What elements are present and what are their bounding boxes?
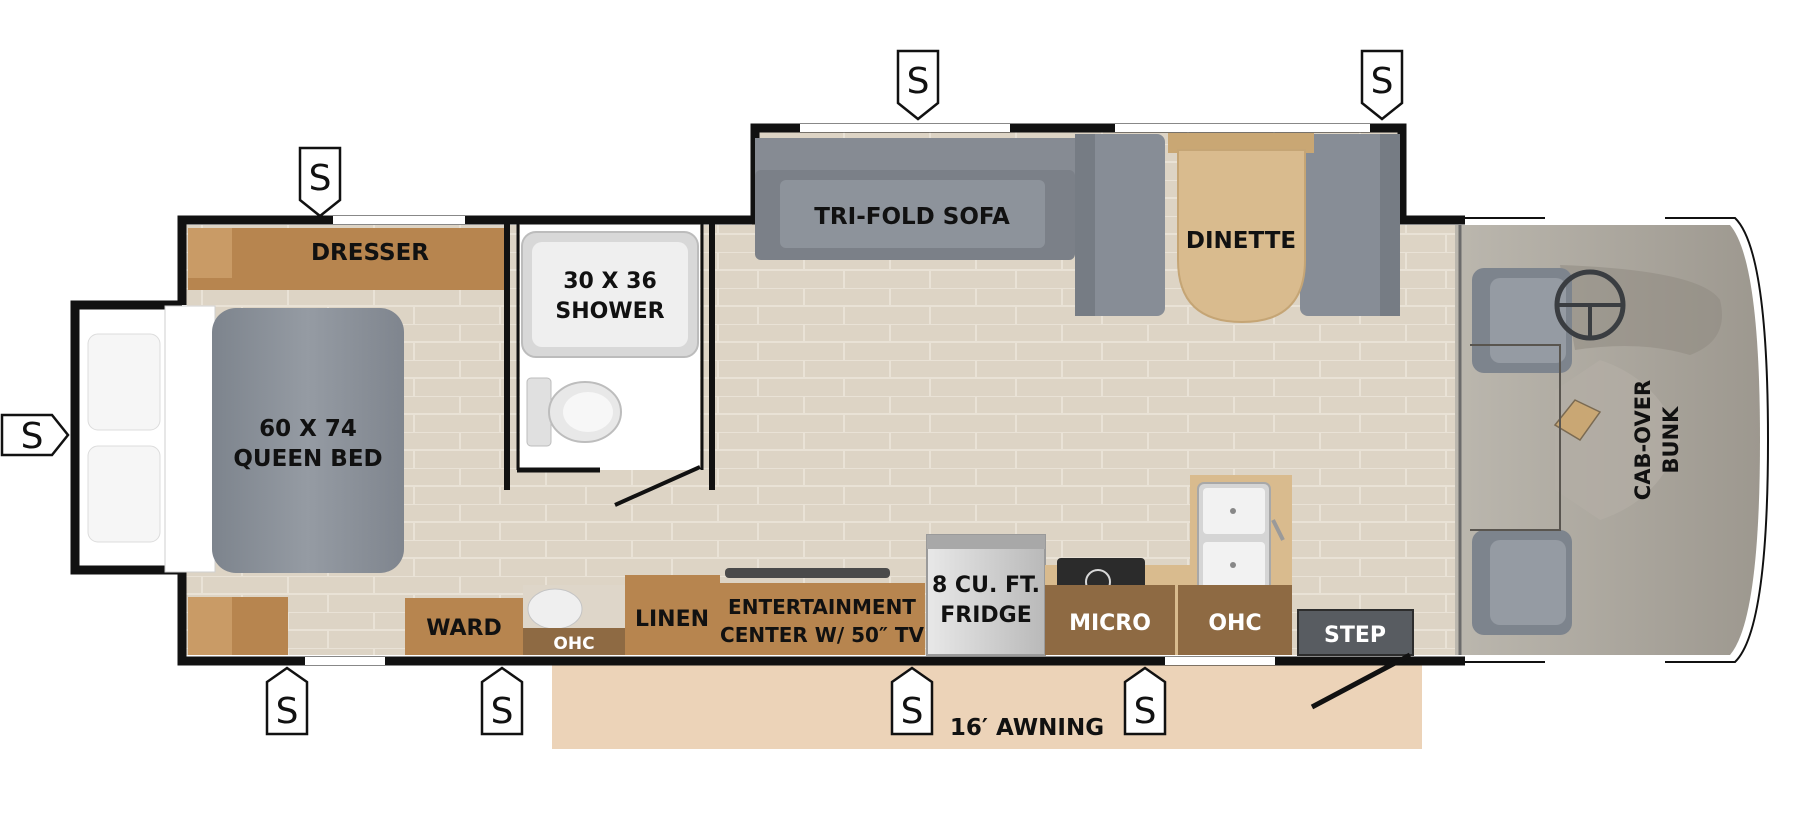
shower-pan	[532, 242, 688, 347]
window	[305, 657, 385, 665]
dinette-label: DINETTE	[1186, 228, 1296, 254]
dresser-label: DRESSER	[311, 240, 429, 266]
microwave	[1045, 585, 1175, 655]
entertainment-label-1: ENTERTAINMENT	[728, 595, 916, 619]
slide-marker: S	[1123, 666, 1167, 736]
sofa-label: TRI-FOLD SOFA	[814, 204, 1010, 230]
passenger-seat-cushion	[1490, 540, 1566, 625]
slide-marker: S	[480, 666, 524, 736]
headboard	[164, 305, 216, 573]
slide-marker: S	[298, 146, 342, 218]
fridge-label-2: FRIDGE	[940, 603, 1032, 628]
dinette-bench	[1075, 134, 1165, 316]
cab-outline	[1455, 217, 1770, 663]
slide-marker: S	[0, 413, 70, 457]
step-label: STEP	[1324, 623, 1386, 648]
bath-door	[614, 465, 701, 507]
nightstand-top	[188, 597, 232, 655]
svg-text:S: S	[276, 691, 299, 732]
fridge-label-1: 8 CU. FT.	[932, 573, 1040, 598]
window	[800, 124, 1010, 132]
dashboard	[1560, 265, 1722, 355]
wardrobe	[405, 598, 523, 655]
dinette-bench-back	[1075, 134, 1095, 316]
ohc-kitchen-label: OHC	[1208, 611, 1261, 636]
window	[1545, 216, 1665, 222]
dresser-top	[188, 228, 232, 278]
window	[1545, 657, 1665, 663]
svg-text:S: S	[309, 158, 332, 199]
entry-door	[1310, 652, 1412, 710]
svg-text:S: S	[1371, 61, 1394, 102]
console	[1553, 399, 1602, 441]
awning-label: 16′ AWNING	[950, 715, 1104, 741]
queen-bed	[212, 308, 404, 573]
entertainment-label-2: CENTER W/ 50″ TV	[720, 623, 924, 647]
linen-label: LINEN	[635, 607, 709, 632]
sink	[527, 588, 583, 630]
fridge	[926, 534, 1046, 656]
exterior-wall	[177, 123, 1465, 305]
shower-label-1: 30 X 36	[563, 269, 657, 294]
fridge-top	[927, 535, 1045, 549]
dinette-table-edge	[1168, 133, 1314, 153]
micro-label: MICRO	[1069, 611, 1151, 636]
toilet-bowl	[563, 392, 613, 432]
ohc-bath	[523, 628, 625, 655]
awning	[552, 661, 1422, 749]
slide-marker: S	[896, 49, 940, 121]
dinette-bench-back	[1380, 134, 1400, 316]
cab-walkway	[1555, 360, 1680, 520]
ward-label: WARD	[426, 616, 502, 641]
cab-seat-divider	[1470, 344, 1561, 531]
linen	[625, 575, 720, 655]
bed-slide-wall	[70, 300, 1465, 666]
slide-marker: S	[890, 666, 934, 736]
slide-marker: S	[1360, 49, 1404, 121]
dinette-table	[1177, 149, 1306, 324]
pillow	[87, 333, 161, 431]
sink-drain	[1230, 508, 1236, 514]
pillow	[87, 445, 161, 543]
faucet	[1271, 519, 1285, 541]
svg-text:S: S	[907, 61, 930, 102]
ohc-kitchen	[1178, 585, 1292, 655]
bed-label-2: QUEEN BED	[233, 446, 382, 472]
driver-seat-cushion	[1490, 278, 1566, 363]
tv	[725, 568, 890, 578]
ohc-bath-label: OHC	[553, 634, 594, 654]
bed-label-1: 60 X 74	[259, 416, 357, 442]
cab-over-label: CAB-OVER BUNK	[1631, 380, 1683, 500]
dinette-bench	[1300, 134, 1400, 316]
shower-label-2: SHOWER	[555, 299, 664, 324]
sofa-cushion	[780, 180, 1045, 248]
window	[1115, 124, 1370, 132]
svg-text:S: S	[1134, 691, 1157, 732]
sink-drain	[1230, 562, 1236, 568]
slide-marker: S	[265, 666, 309, 736]
window	[333, 216, 465, 224]
svg-text:CAB-OVER: CAB-OVER	[1631, 380, 1655, 500]
svg-text:S: S	[901, 691, 924, 732]
window	[1165, 657, 1275, 665]
svg-text:S: S	[491, 691, 514, 732]
svg-text:S: S	[21, 416, 44, 457]
dresser	[188, 228, 506, 290]
toilet-tank	[526, 377, 552, 447]
entry-step	[1297, 609, 1414, 656]
svg-text:BUNK: BUNK	[1659, 406, 1683, 474]
entertainment-center	[720, 583, 925, 655]
